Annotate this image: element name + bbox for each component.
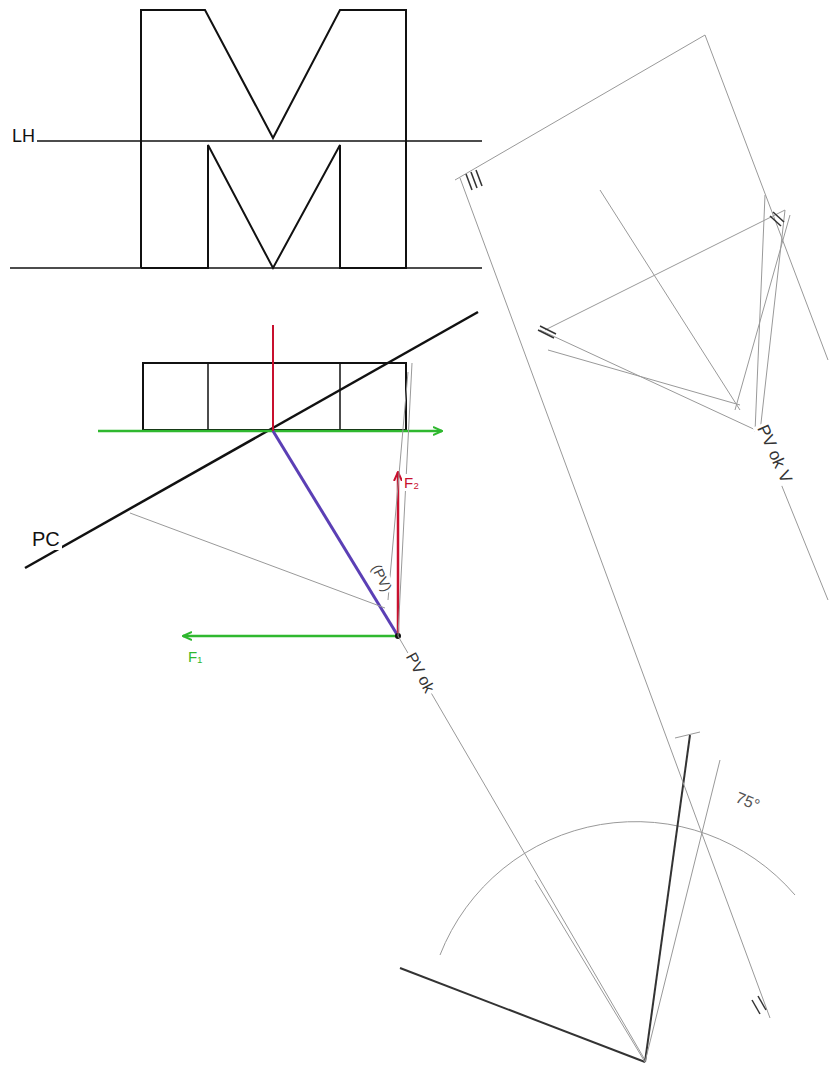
viewpoint-label: PV ok V [753, 420, 797, 487]
picture-plane-label: PC [30, 528, 62, 550]
plan-view [25, 312, 645, 1060]
elevation-m [10, 10, 482, 268]
vanishing-label: F₂ [402, 474, 421, 491]
horizon-label: LH [10, 126, 37, 146]
viewpoint-label: PV ok [401, 648, 439, 698]
angle-label: 75° [731, 788, 764, 815]
vanishing-construction [455, 35, 828, 1018]
vanishing-label: F₁ [186, 648, 204, 665]
angle-construction [400, 732, 795, 1062]
